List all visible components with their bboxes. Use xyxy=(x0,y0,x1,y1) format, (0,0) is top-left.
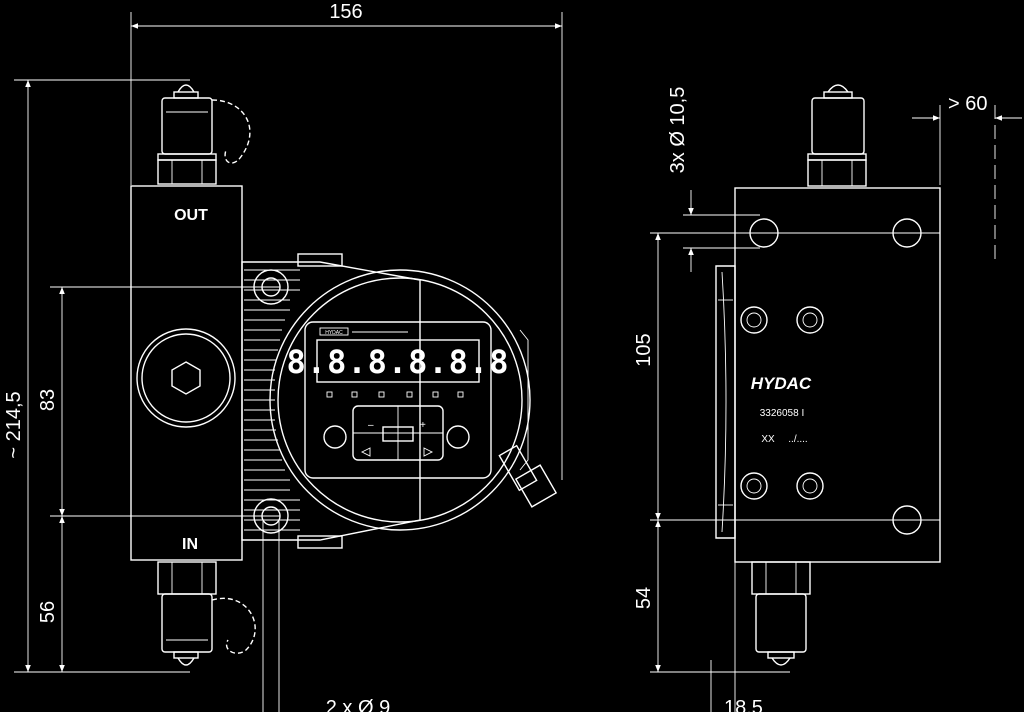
hex-plug xyxy=(136,328,236,428)
dim-bottom-right: 54 xyxy=(633,520,790,673)
dim-depth-label: > 60 xyxy=(948,93,987,115)
lot-code: XX xyxy=(761,434,775,445)
socket-screw-2 xyxy=(796,306,824,334)
socket-screw-4 xyxy=(796,472,824,500)
cable-connector xyxy=(498,444,558,508)
dim-bottom-right-label: 54 xyxy=(633,587,655,609)
dim-bottom-height-label: 56 xyxy=(37,601,59,623)
part-number: 3326058 I xyxy=(760,408,805,419)
side-coupling-bottom xyxy=(751,561,811,666)
dim-offset-label: 18,5 xyxy=(724,697,763,712)
manifold-block xyxy=(130,185,243,561)
button-right[interactable] xyxy=(446,425,470,449)
socket-screw-3 xyxy=(740,472,768,500)
dim-hole-spec-label: 3x Ø 10,5 xyxy=(667,87,689,174)
lot-suffix: ../.... xyxy=(788,434,807,445)
button-plus[interactable]: + xyxy=(420,420,426,431)
button-enter[interactable] xyxy=(382,426,414,442)
dim-mount-holes: 2 x Ø 9 xyxy=(262,520,390,712)
dim-hole-spacing-label: 105 xyxy=(633,333,655,366)
test-coupling-bottom xyxy=(157,561,256,666)
dim-width-label: 156 xyxy=(329,1,362,23)
arrow-left-icon[interactable] xyxy=(360,447,371,457)
mount-hole-top xyxy=(253,269,289,305)
side-hole-bottom-right xyxy=(892,505,922,535)
dim-hole-spacing: 105 xyxy=(633,232,940,521)
port-out-label: OUT xyxy=(174,207,208,224)
dim-depth: > 60 xyxy=(912,93,1022,262)
socket-screw-1 xyxy=(740,306,768,334)
seven-segment-display: 8.8.8.8.8.8 xyxy=(287,343,510,381)
dim-hole-spec: 3x Ø 10,5 xyxy=(667,87,760,272)
dim-mount-holes-label: 2 x Ø 9 xyxy=(326,697,390,712)
port-in-label: IN xyxy=(182,536,198,553)
dim-height-total: ~ 214,5 xyxy=(3,79,190,673)
dim-width-total: 156 xyxy=(130,1,563,480)
display-housing xyxy=(269,269,558,531)
dim-port-spacing: 83 xyxy=(37,286,280,517)
display-panel: HYDAC 8.8.8.8.8.8 xyxy=(287,321,510,479)
svg-text:HYDAC: HYDAC xyxy=(325,330,343,336)
mount-hole-bottom xyxy=(253,498,289,534)
side-coupling-top xyxy=(807,84,867,187)
side-hole-top-left xyxy=(749,218,779,248)
button-minus[interactable]: – xyxy=(368,420,374,431)
dim-height-label: ~ 214,5 xyxy=(3,391,25,458)
dim-bottom-height: 56 xyxy=(37,516,65,672)
brand-logo: HYDAC xyxy=(751,374,812,393)
test-coupling-top xyxy=(157,84,251,185)
side-hole-top-right xyxy=(892,218,922,248)
dim-offset: 18,5 xyxy=(710,560,763,712)
svg-text:–: – xyxy=(368,420,374,431)
button-left[interactable] xyxy=(323,425,347,449)
svg-text:+: + xyxy=(420,420,426,431)
arrow-right-icon[interactable] xyxy=(423,447,434,457)
dim-port-spacing-label: 83 xyxy=(37,389,59,411)
finned-housing xyxy=(241,253,421,549)
side-view-block xyxy=(715,187,941,563)
